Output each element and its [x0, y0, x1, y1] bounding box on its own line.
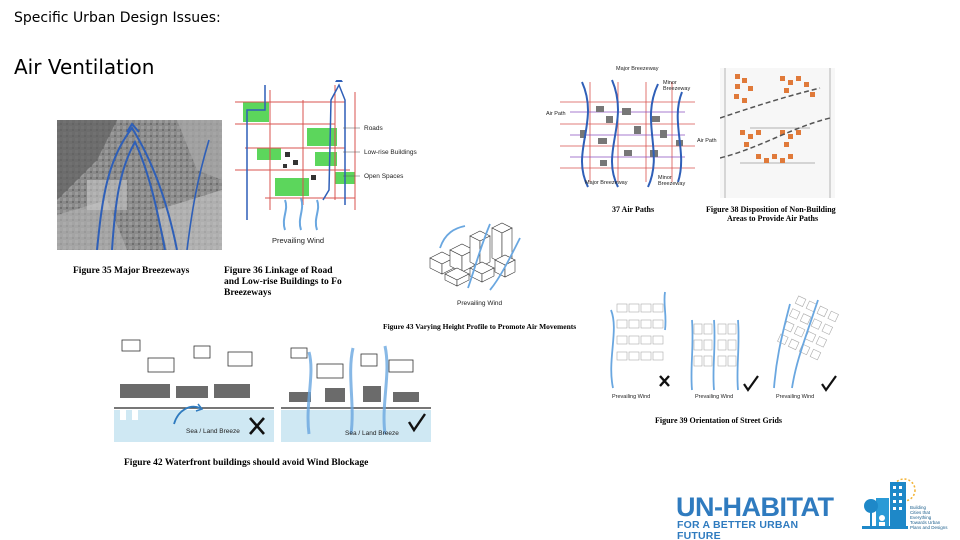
un-habitat-brand: UN-HABITAT [676, 492, 834, 522]
slide-header: Specific Urban Design Issues: [14, 10, 221, 26]
figure-36-legend-roads: Roads [364, 125, 383, 132]
figure-37-diagram [560, 79, 695, 188]
figure-37-label-minor-bottom: Minor Breezeway [658, 175, 686, 187]
figure-39-wind-label-3: Prevailing Wind [776, 394, 815, 400]
figure-37-caption: 37 Air Paths [612, 205, 655, 214]
figure-36-diagram [235, 80, 360, 231]
figure-37-label-air-path-right: Air Path [697, 138, 717, 144]
figure-42-label-left: Sea / Land Breeze [186, 428, 240, 435]
figure-39-wind-label-1: Prevailing Wind [612, 394, 651, 400]
figure-37-label-major-top: Major Breezeway [616, 66, 659, 72]
figure-35-aerial-photo [57, 120, 222, 250]
figure-39-caption: Figure 39 Orientation of Street Grids [655, 416, 783, 425]
figure-39-panel-3 [773, 295, 839, 392]
figure-36-legend-open-spaces: Open Spaces [364, 173, 404, 180]
figure-42-panel-right [281, 345, 431, 442]
figure-37-label-major-bottom: Major Breezeway [585, 180, 628, 186]
figure-36-legend-lowrise: Low-rise Buildings [364, 149, 417, 156]
figure-39-panel-1 [610, 291, 670, 389]
figure-39-panel-2 [690, 319, 759, 392]
figure-42-label-right: Sea / Land Breeze [345, 430, 399, 437]
city-skyline-tagline: Building Cities that Everything Towards … [910, 505, 948, 530]
slide-title: Air Ventilation [14, 55, 155, 79]
figure-38-diagram [720, 68, 835, 198]
figure-37-label-air-path-left: Air Path [546, 111, 566, 117]
un-habitat-logo: UN-HABITAT FOR A BETTER URBAN FUTURE [676, 492, 841, 540]
figure-38-caption-line2: Areas to Provide Air Paths [727, 214, 819, 223]
figure-38-caption-line1: Figure 38 Disposition of Non-Building [706, 205, 836, 214]
figure-42-panel-left [114, 339, 274, 442]
figure-36-caption-line1: Figure 36 Linkage of Road [224, 266, 333, 276]
figure-43-wind-label: Prevailing Wind [457, 300, 503, 307]
figure-42-caption: Figure 42 Waterfront buildings should av… [124, 458, 369, 468]
figure-37-label-minor-top: Minor Breezeway [663, 80, 691, 92]
figure-43-diagram [429, 222, 521, 291]
figure-39-wind-label-2: Prevailing Wind [695, 394, 734, 400]
figure-36-caption-line2: and Low-rise Buildings to Fo [224, 277, 342, 287]
un-habitat-tagline: FOR A BETTER URBAN FUTURE [677, 519, 799, 540]
figure-35-caption: Figure 35 Major Breezeways [73, 266, 190, 276]
figure-36-caption-line3: Breezeways [224, 288, 272, 298]
figure-36-wind-label: Prevailing Wind [272, 236, 325, 245]
city-skyline-logo [862, 478, 916, 529]
figure-43-caption: Figure 43 Varying Height Profile to Prom… [383, 322, 577, 331]
